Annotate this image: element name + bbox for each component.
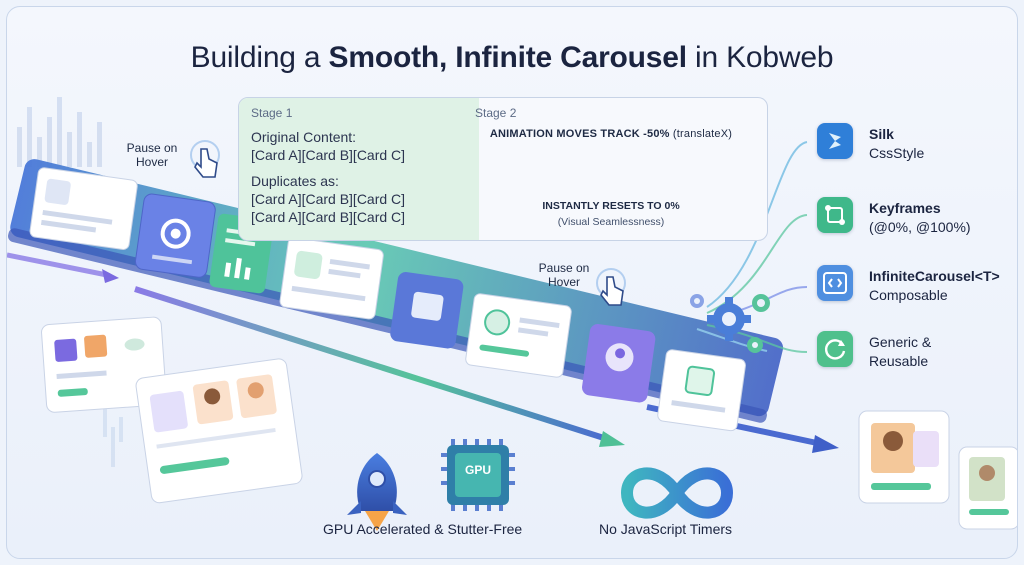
- carousel-card: [29, 167, 138, 250]
- code-icon: [817, 265, 853, 301]
- carousel-card: [657, 349, 746, 432]
- original-cards: [Card A][Card B][Card C]: [251, 147, 406, 163]
- stage2-heading: Stage 2: [475, 106, 517, 120]
- gpu-chip-icon: [441, 439, 515, 511]
- profile-card-right: [958, 446, 1017, 530]
- gear-icon: [707, 297, 751, 341]
- pointer-hand-icon: [190, 140, 220, 178]
- feature-subtitle: Generic &: [869, 334, 932, 350]
- keyframes-icon: [817, 197, 853, 233]
- gear-icon: [690, 294, 704, 308]
- product-card-group: [41, 316, 167, 413]
- feature-subtitle: CssStyle: [869, 145, 925, 161]
- page-title: Building a Smooth, Infinite Carousel in …: [190, 41, 834, 74]
- duplicate-row-2: [Card A][Card B][Card C]: [251, 209, 406, 225]
- gpu-chip-label: GPU: [464, 463, 491, 477]
- stage1-heading: Stage 1: [251, 106, 293, 120]
- profile-card-right: [858, 410, 950, 504]
- carousel-card: [279, 237, 384, 320]
- reset-detail: (Visual Seamlessness): [557, 216, 665, 228]
- carousel-card: [465, 293, 572, 378]
- feature-title: InfiniteCarousel<T>: [869, 268, 1000, 284]
- carousel-illustration: [7, 97, 1017, 531]
- carousel-card: [390, 272, 464, 349]
- duplicates-label: Duplicates as:: [251, 173, 339, 189]
- profile-card-group: [135, 358, 303, 504]
- no-js-timers-label: No JavaScript Timers: [599, 521, 733, 537]
- stage-panel: Stage 1 Original Content: [Card A][Card …: [238, 97, 768, 241]
- feature-subtitle: (@0%, @100%): [869, 219, 971, 235]
- pointer-hand-icon: [596, 268, 626, 306]
- feature-subtitle: Reusable: [869, 353, 929, 369]
- carousel-card: [134, 193, 216, 278]
- animation-label: ANIMATION MOVES TRACK -50% (translateX): [489, 128, 733, 140]
- decorative-bars-left: [103, 407, 123, 467]
- gear-icon: [752, 294, 770, 312]
- gear-icon: [747, 337, 763, 353]
- infinity-icon: [620, 467, 734, 519]
- carousel-card: [582, 324, 656, 403]
- feature-title: Keyframes: [869, 200, 941, 216]
- feature-subtitle: Composable: [869, 287, 948, 303]
- refresh-cycle-icon: [817, 331, 853, 367]
- feature-title: Silk: [869, 126, 894, 142]
- silk-logo-icon: [817, 123, 853, 159]
- gpu-accelerated-label: GPU Accelerated & Stutter-Free: [323, 521, 523, 537]
- diagram-frame: Building a Smooth, Infinite Carousel in …: [6, 6, 1018, 559]
- original-content-label: Original Content:: [251, 129, 357, 145]
- rocket-icon: [347, 453, 407, 531]
- reset-label: INSTANTLY RESETS TO 0%: [542, 200, 680, 212]
- decorative-bars: [17, 97, 102, 167]
- duplicate-row-1: [Card A][Card B][Card C]: [251, 191, 406, 207]
